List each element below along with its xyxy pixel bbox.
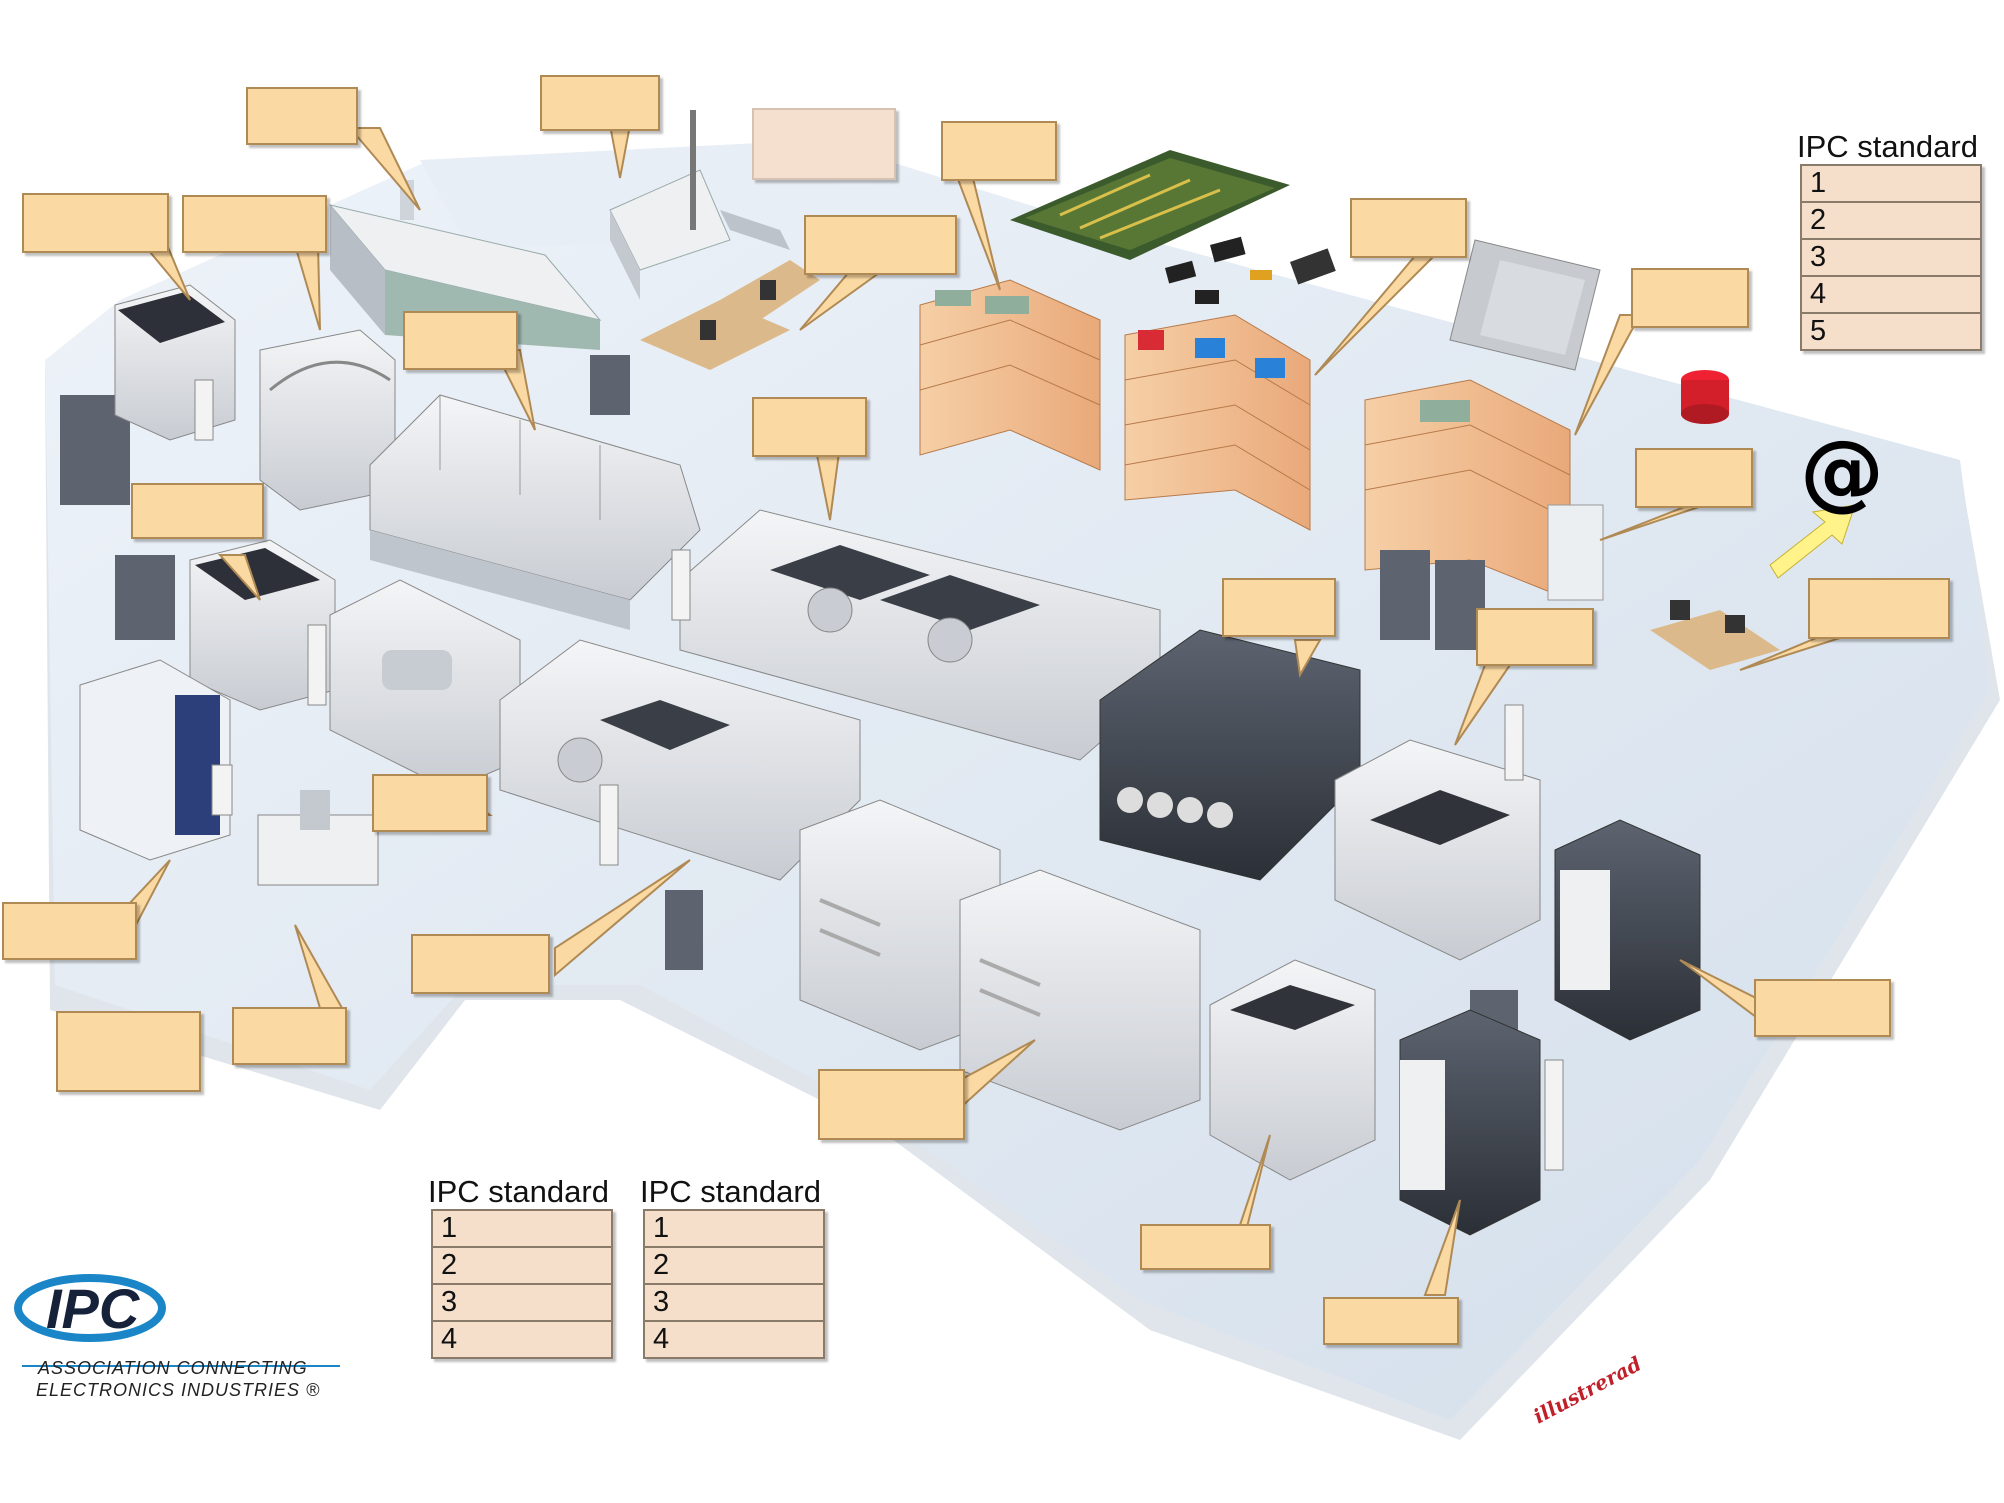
ipc-standard-title: IPC standard (640, 1174, 821, 1209)
ipc-standard-row[interactable]: 2 (645, 1248, 823, 1285)
at-sign-icon: @ (1800, 422, 1884, 520)
ipc-standard-row[interactable]: 4 (653, 1323, 670, 1355)
label-box-17[interactable] (372, 774, 488, 832)
inspection-machine-top (609, 110, 790, 300)
ipc-standard-row[interactable]: 2 (1802, 203, 1980, 240)
placement-line-upper (679, 509, 1161, 761)
assembly-workbenches (640, 260, 820, 370)
label-box-12[interactable] (1635, 448, 1753, 508)
microscope-bench (257, 790, 379, 886)
ipc-standard-row[interactable]: 1 (645, 1211, 823, 1248)
ipc-standard-row[interactable]: 1 (1802, 166, 1980, 203)
ipc-standard-row[interactable]: 4 (1802, 277, 1980, 314)
placement-line-lower (499, 639, 861, 881)
ipc-logo-line-1: ASSOCIATION CONNECTING (38, 1358, 308, 1378)
label-box-8[interactable] (1350, 198, 1467, 258)
label-box-14[interactable] (1222, 578, 1336, 637)
label-box-10[interactable] (1631, 268, 1749, 328)
ipc-standard-row[interactable]: 2 (433, 1248, 611, 1285)
ipc-standard-row[interactable]: 3 (1802, 240, 1980, 277)
ipc-standard-title: IPC standard (1797, 129, 1978, 164)
ipc-standard-row[interactable]: 1 (433, 1211, 611, 1248)
label-box-3[interactable] (752, 108, 896, 180)
chip-shooter (1099, 629, 1361, 881)
component-shelf-3 (1364, 379, 1604, 601)
label-box-23[interactable] (818, 1069, 965, 1140)
inspection-machine-left-top (114, 284, 236, 441)
aoi-machine-right (1554, 819, 1701, 1041)
reflow-profiler-bottom (1209, 959, 1376, 1181)
office-workstation (1650, 600, 1780, 670)
component-shelf-1 (919, 279, 1101, 471)
workers (194, 379, 1564, 1171)
label-box-20[interactable] (1754, 979, 1891, 1037)
ipc-logo-mark-icon (14, 1274, 340, 1367)
ipc-standard-title: IPC standard (428, 1174, 609, 1209)
placement-modules (799, 799, 1201, 1131)
arrow-icon (1769, 504, 1856, 579)
ipc-standard-table-right: IPC standard 1 2 3 4 5 (1797, 130, 1987, 351)
label-box-25[interactable] (1323, 1297, 1459, 1345)
label-box-16[interactable] (1808, 578, 1950, 639)
component-shelf-2 (1124, 314, 1311, 531)
ipc-logo-wordmark: IPC (46, 1277, 140, 1340)
ipc-standard-row[interactable]: 4 (441, 1323, 458, 1355)
ipc-standard-row[interactable]: 5 (1810, 315, 1827, 347)
ipc-standard-table-bottom-right: IPC standard 1 2 3 4 (640, 1175, 830, 1359)
ipc-standard-row[interactable]: 3 (645, 1285, 823, 1322)
solder-paste-jar (1681, 370, 1729, 424)
final-inspection-machine (1399, 1009, 1541, 1236)
label-box-13[interactable] (131, 483, 264, 539)
label-box-5[interactable] (22, 193, 169, 253)
screen-printer-right (1334, 739, 1541, 961)
label-box-15[interactable] (1476, 608, 1594, 666)
pcb-board (1010, 150, 1290, 260)
reflow-oven-center (369, 394, 701, 630)
label-box-9[interactable] (403, 311, 518, 370)
label-box-11[interactable] (752, 397, 867, 457)
label-box-4[interactable] (941, 121, 1057, 181)
label-box-2[interactable] (540, 75, 660, 131)
wave-solder-machine (329, 579, 521, 791)
stencil-frame (1449, 239, 1601, 371)
label-box-7[interactable] (804, 215, 957, 275)
label-box-1[interactable] (246, 87, 358, 145)
ipc-logo-line-2: ELECTRONICS INDUSTRIES ® (36, 1380, 321, 1400)
ipc-logo: IPC ASSOCIATION CONNECTING ELECTRONICS I… (10, 1270, 350, 1410)
xray-machine (79, 659, 231, 861)
label-box-21[interactable] (56, 1011, 201, 1092)
label-box-6[interactable] (182, 195, 327, 253)
electronic-components (1165, 236, 1336, 304)
label-box-22[interactable] (232, 1007, 347, 1065)
label-box-18[interactable] (2, 902, 137, 960)
label-box-24[interactable] (1140, 1224, 1271, 1270)
ipc-standard-row[interactable]: 3 (433, 1285, 611, 1322)
label-box-19[interactable] (411, 934, 550, 994)
ipc-standard-table-bottom-left: IPC standard 1 2 3 4 (428, 1175, 618, 1359)
